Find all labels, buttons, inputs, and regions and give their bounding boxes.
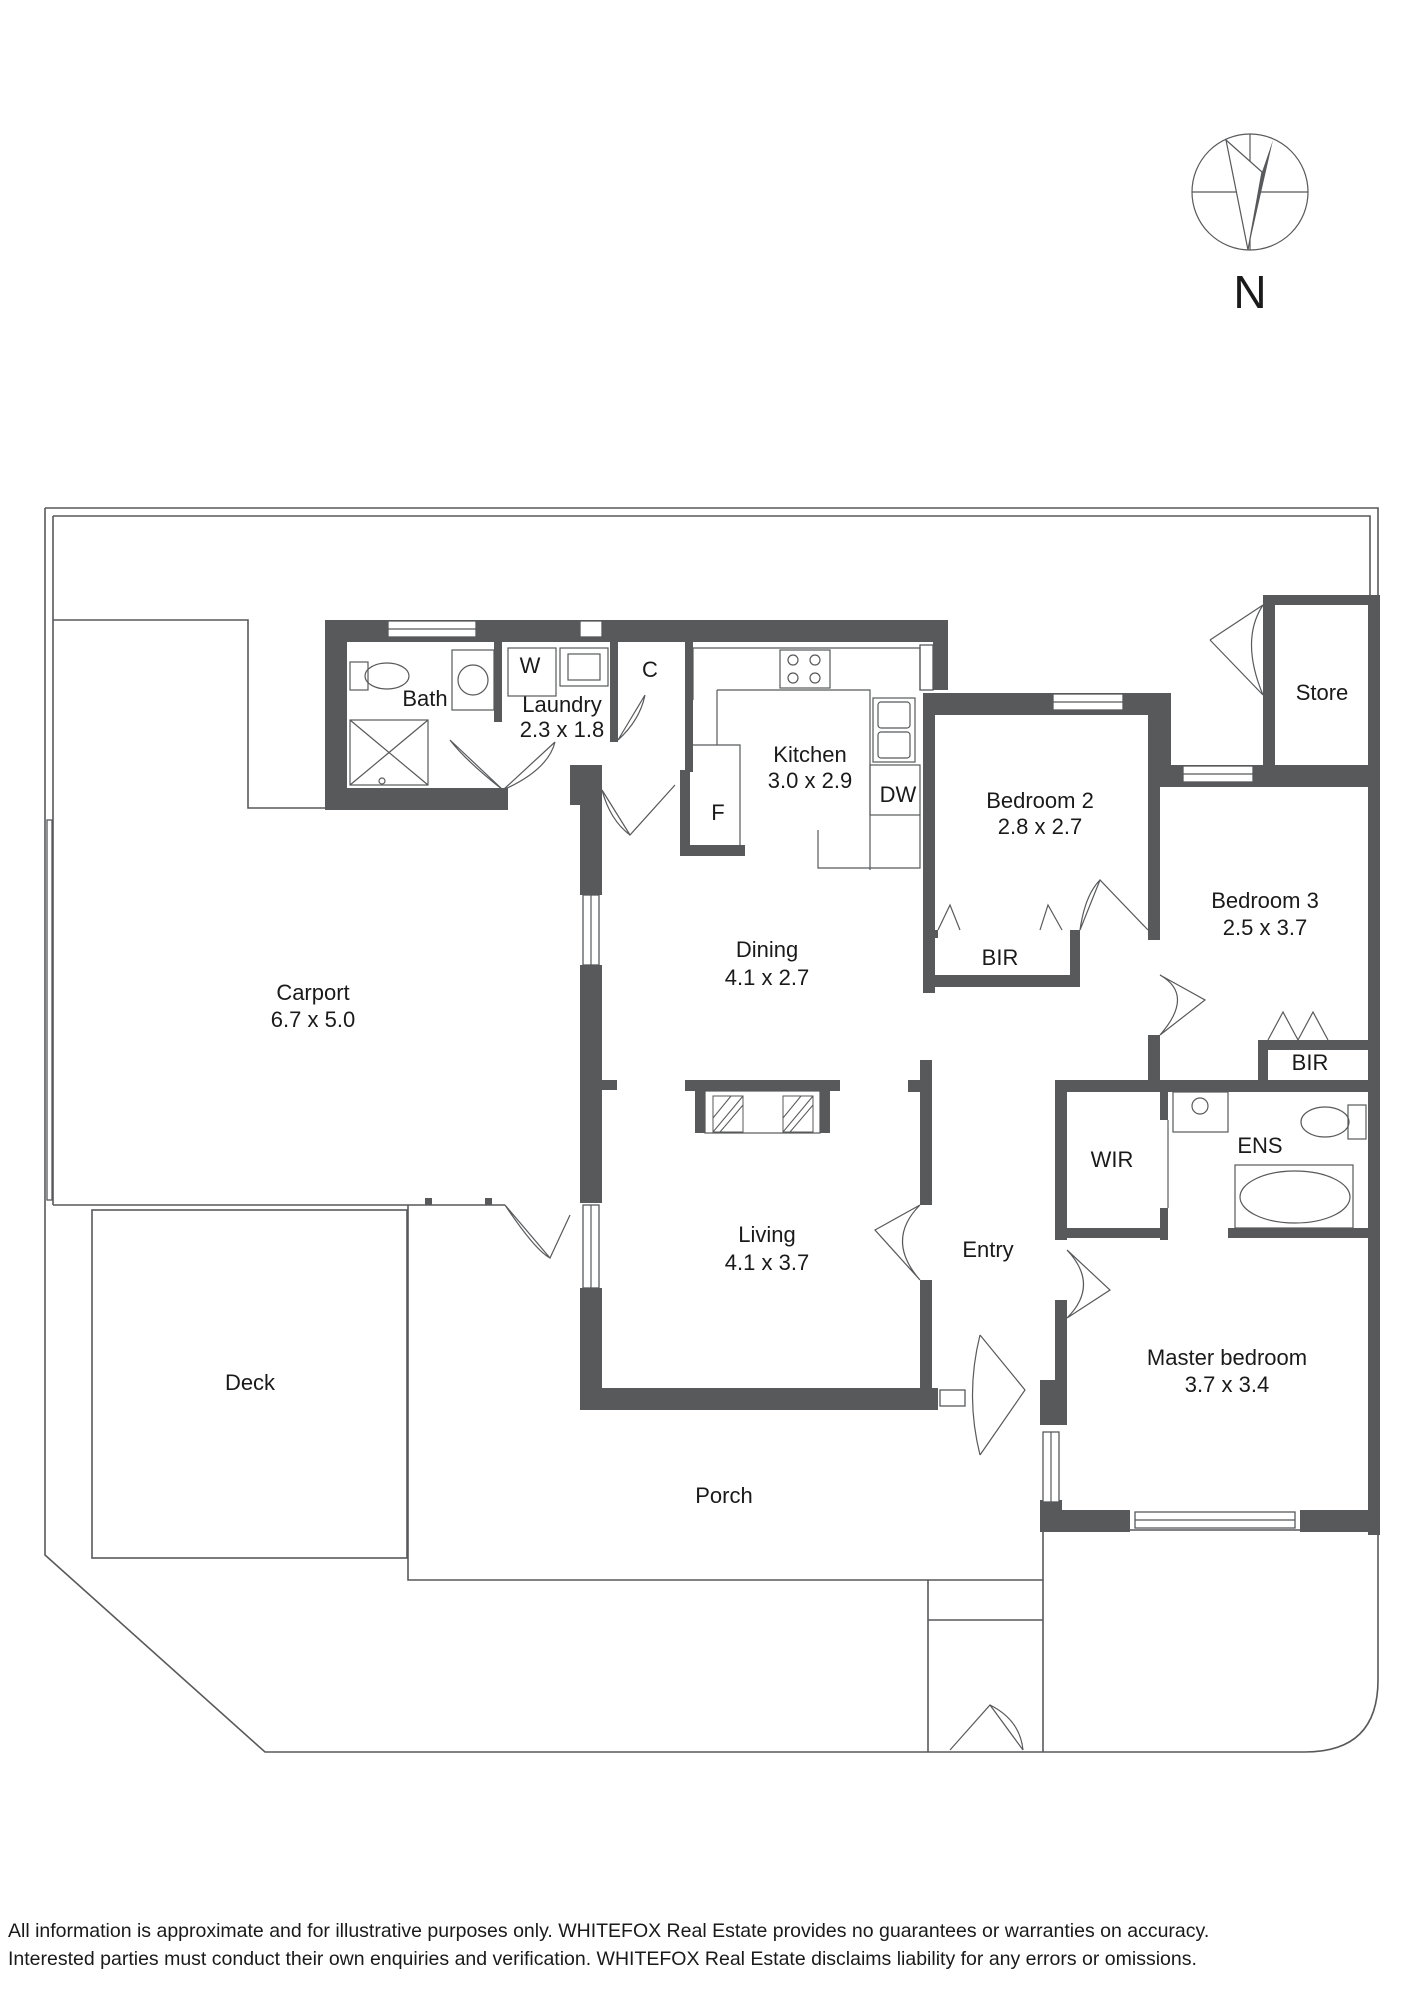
- deck-label: Deck: [225, 1370, 276, 1395]
- porch-label: Porch: [695, 1483, 752, 1508]
- bedroom2-size: 2.8 x 2.7: [998, 814, 1082, 839]
- north-label: N: [1233, 266, 1266, 318]
- disclaimer-line-2: Interested parties must conduct their ow…: [8, 1948, 1197, 1970]
- bedroom2-label: Bedroom 2: [986, 788, 1094, 813]
- carport-label: Carport: [276, 980, 349, 1005]
- dining-label: Dining: [736, 937, 798, 962]
- master-size: 3.7 x 3.4: [1185, 1372, 1269, 1397]
- kitchen-label: Kitchen: [773, 742, 846, 767]
- kitchen-size: 3.0 x 2.9: [768, 768, 852, 793]
- bath-label: Bath: [402, 686, 447, 711]
- deck-area: [91, 1209, 408, 1559]
- carport-size: 6.7 x 5.0: [271, 1007, 355, 1032]
- washer-label: W: [520, 653, 541, 678]
- bir2-label: BIR: [982, 945, 1019, 970]
- dining-size: 4.1 x 2.7: [725, 965, 809, 990]
- living-label: Living: [738, 1222, 795, 1247]
- entry-label: Entry: [962, 1237, 1013, 1262]
- doors: [449, 604, 1329, 1751]
- fixtures: [349, 647, 1367, 1229]
- bedroom3-size: 2.5 x 3.7: [1223, 915, 1307, 940]
- bedroom3-label: Bedroom 3: [1211, 888, 1319, 913]
- wir-label: WIR: [1091, 1147, 1134, 1172]
- walls: [325, 595, 1380, 1535]
- store-label: Store: [1296, 680, 1349, 705]
- windows: [46, 620, 1296, 1529]
- cupboard-label: C: [642, 657, 658, 682]
- north-arrow-icon: [1191, 133, 1309, 251]
- master-label: Master bedroom: [1147, 1345, 1307, 1370]
- bir3-label: BIR: [1292, 1050, 1329, 1075]
- room-labels: Bath Laundry 2.3 x 1.8 W C Kitchen 3.0 x…: [225, 653, 1348, 1508]
- laundry-label: Laundry: [522, 692, 602, 717]
- fireplace: [712, 1095, 814, 1133]
- laundry-size: 2.3 x 1.8: [520, 717, 604, 742]
- fridge-label: F: [711, 800, 724, 825]
- living-size: 4.1 x 3.7: [725, 1250, 809, 1275]
- dishwasher-label: DW: [880, 782, 917, 807]
- ensuite-label: ENS: [1237, 1133, 1282, 1158]
- disclaimer-line-1: All information is approximate and for i…: [8, 1920, 1210, 1942]
